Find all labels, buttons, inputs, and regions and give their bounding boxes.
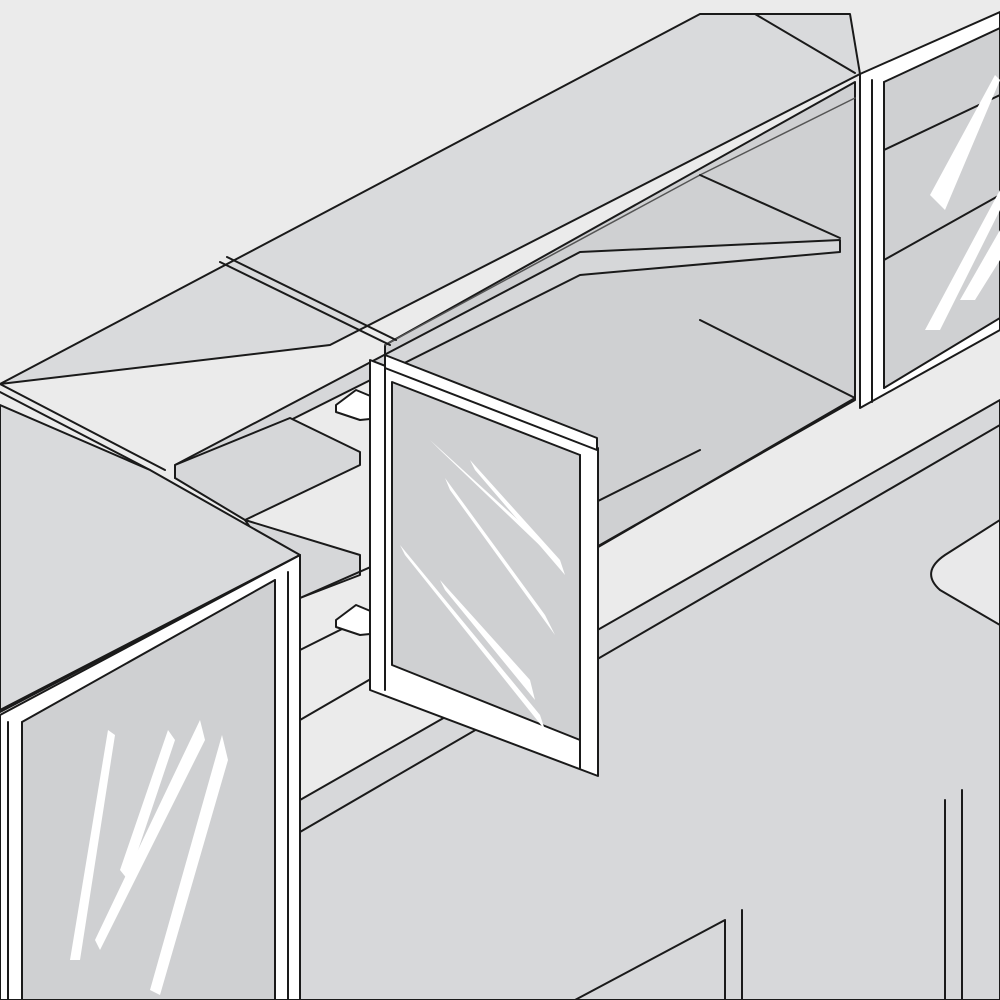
glass-glare-left [70, 720, 228, 995]
glass-glare-door [400, 440, 565, 730]
shelf-middle-left [174, 417, 361, 521]
upper-cabinet-top [0, 13, 861, 385]
lower-door-panels [574, 789, 963, 1000]
glass-glare-right [925, 75, 1000, 330]
base-cabinet-edge [299, 424, 1000, 833]
sink-cutout [930, 519, 1000, 626]
